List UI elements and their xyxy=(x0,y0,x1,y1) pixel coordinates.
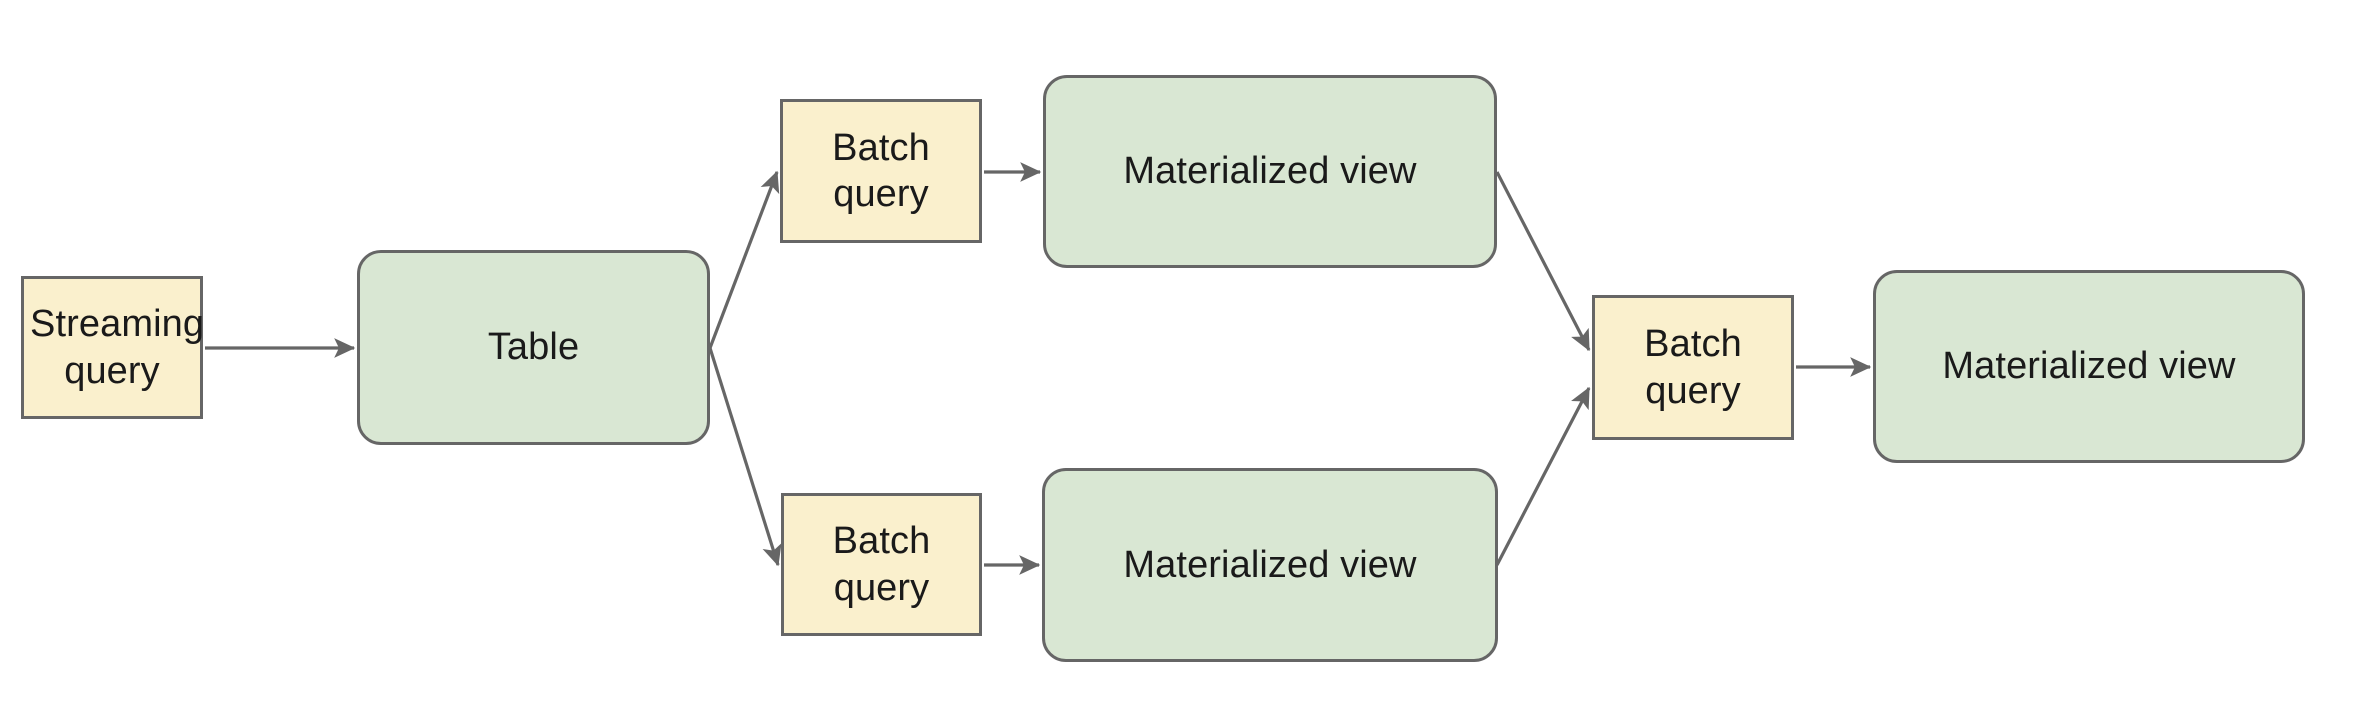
node-materialized-view-right[interactable]: Materialized view xyxy=(1873,270,2305,463)
node-label-materialized-view-right: Materialized view xyxy=(1942,345,2236,388)
node-materialized-view-bottom[interactable]: Materialized view xyxy=(1042,468,1498,662)
node-batch-query-top[interactable]: Batch query xyxy=(780,99,982,243)
node-table[interactable]: Table xyxy=(357,250,710,445)
node-label-table: Table xyxy=(487,326,580,369)
node-label-batch-query-top: Batch query xyxy=(832,126,930,215)
node-label-streaming-query: Streaming query xyxy=(30,303,205,392)
edge-table-to-batch-top xyxy=(708,170,780,349)
node-label-materialized-view-top: Materialized view xyxy=(1123,150,1417,193)
node-streaming-query[interactable]: Streaming query xyxy=(21,276,205,419)
node-label-materialized-view-bottom: Materialized view xyxy=(1123,543,1417,586)
node-label-batch-query-bottom: Batch query xyxy=(832,520,931,609)
node-materialized-view-top[interactable]: Materialized view xyxy=(1043,75,1497,268)
node-batch-query-right[interactable]: Batch query xyxy=(1592,295,1794,440)
edge-table-to-batch-bottom xyxy=(708,347,782,567)
node-label-batch-query-right: Batch query xyxy=(1644,323,1742,412)
node-batch-query-bottom[interactable]: Batch query xyxy=(781,493,982,636)
edge-mv-bottom-to-batch-right xyxy=(1495,386,1591,566)
edge-mv-top-to-batch-right xyxy=(1495,171,1591,352)
